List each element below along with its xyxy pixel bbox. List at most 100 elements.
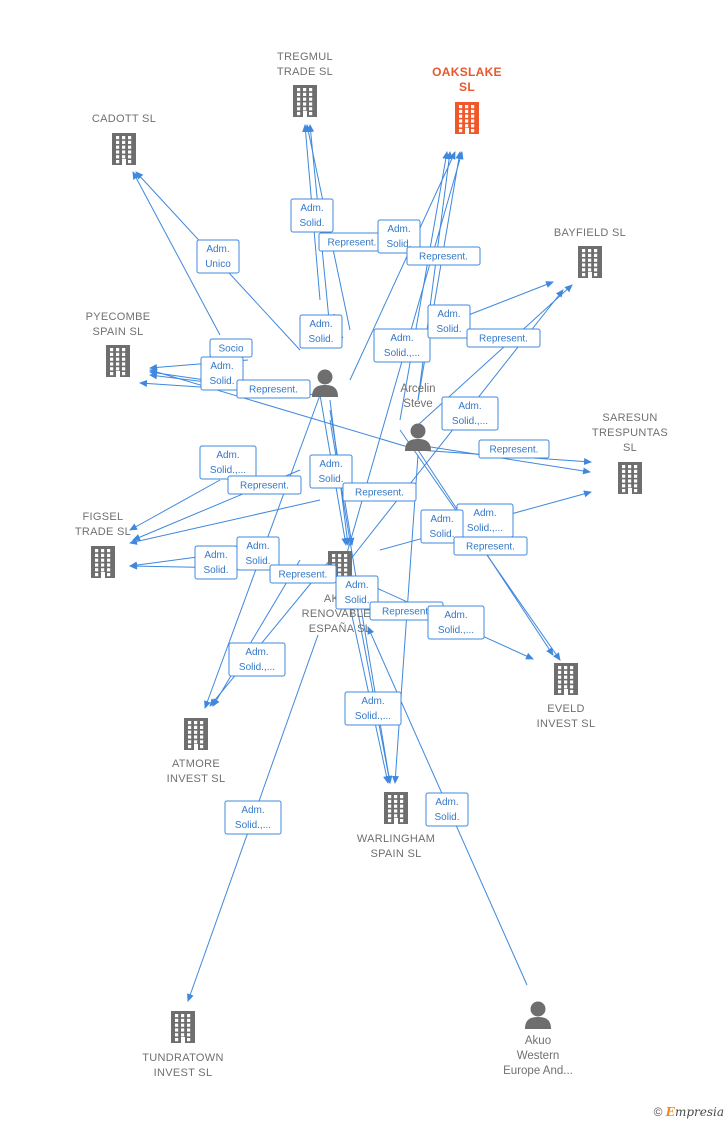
edge-label[interactable]: Adm.Solid. (290, 198, 334, 233)
person-icon (525, 1001, 551, 1029)
relation-edge (129, 499, 321, 545)
svg-text:Adm.Solid.: Adm.Solid. (436, 309, 461, 335)
building-icon (184, 718, 208, 750)
empresia-logo[interactable]: © Empresia (653, 1105, 724, 1119)
svg-text:Adm.Solid.: Adm.Solid. (318, 459, 343, 485)
edge-label[interactable]: Adm.Solid. (194, 545, 238, 580)
edge-label[interactable]: Represent. (466, 328, 541, 348)
building-icon (293, 85, 317, 117)
edge-label[interactable]: Adm.Solid. (377, 219, 421, 254)
svg-text:Adm.Solid.,...: Adm.Solid.,... (438, 610, 474, 636)
svg-text:Represent.: Represent. (240, 481, 289, 492)
relation-edge (349, 151, 456, 381)
edge-label[interactable]: Represent. (318, 232, 386, 252)
edge-label[interactable]: Represent. (369, 601, 444, 621)
relation-edge (212, 559, 301, 707)
svg-text:Adm.Solid.: Adm.Solid. (386, 224, 411, 250)
svg-text:Represent.: Represent. (355, 488, 404, 499)
svg-text:Adm.Solid.,...: Adm.Solid.,... (384, 333, 420, 359)
edge-label[interactable]: Adm.Solid. (236, 536, 280, 571)
svg-text:Represent.: Represent. (382, 607, 431, 618)
node-bayfield[interactable]: BAYFIELD SL (554, 227, 626, 278)
edge-label[interactable]: Represent. (227, 475, 302, 495)
edge-label[interactable]: Represent. (269, 564, 337, 584)
svg-text:Adm.Solid.: Adm.Solid. (245, 541, 270, 567)
svg-text:Adm.Solid.,...: Adm.Solid.,... (210, 450, 246, 476)
svg-text:Adm.Solid.,...: Adm.Solid.,... (355, 696, 391, 722)
building-icon (455, 102, 479, 134)
building-icon (112, 133, 136, 165)
edge-label[interactable]: Adm.Solid. (309, 454, 353, 489)
edge-label[interactable]: Adm.Unico (196, 239, 240, 274)
edge-label[interactable]: Adm.Solid.,... (373, 328, 431, 363)
edge-label[interactable]: Represent. (406, 246, 481, 266)
svg-text:Adm.Solid.,...: Adm.Solid.,... (235, 805, 271, 831)
svg-text:Socio: Socio (218, 344, 243, 355)
person-icon (312, 369, 338, 397)
edge-label[interactable]: Adm.Solid.,... (228, 642, 286, 677)
edge-label[interactable]: Adm.Solid. (200, 356, 244, 391)
node-cadott[interactable]: CADOTT SL (92, 113, 156, 165)
building-icon (618, 462, 642, 494)
edge-label[interactable]: Adm.Solid.,... (344, 691, 402, 726)
svg-text:Adm.Solid.,...: Adm.Solid.,... (239, 647, 275, 673)
edge-label[interactable]: Adm.Solid.,... (199, 445, 257, 480)
building-icon (106, 345, 130, 377)
edge-label[interactable]: Adm.Solid. (335, 575, 379, 610)
relation-edge (129, 479, 221, 531)
relation-edge (399, 151, 450, 421)
edge-label[interactable]: Represent. (478, 439, 550, 459)
svg-text:Represent.: Represent. (328, 238, 377, 249)
edge-label[interactable]: Adm.Solid. (420, 509, 464, 544)
edge-label[interactable]: Represent. (236, 379, 311, 399)
edge-label[interactable]: Socio (209, 338, 253, 358)
edge-label[interactable]: Adm.Solid. (427, 304, 471, 339)
svg-text:Represent.: Represent. (490, 445, 539, 456)
building-icon (384, 792, 408, 824)
svg-text:Adm.Solid.: Adm.Solid. (299, 203, 324, 229)
edge-label[interactable]: Adm.Solid.,... (441, 396, 499, 431)
person-icon (405, 423, 431, 451)
edge-label[interactable]: Represent. (453, 536, 528, 556)
edge-label[interactable]: Represent. (342, 482, 417, 502)
edge-label[interactable]: Adm.Solid. (425, 792, 469, 827)
relation-edge (149, 368, 419, 451)
node-label: AKUORENOVABLESESPAÑA SL (302, 593, 379, 635)
edge-label[interactable]: Adm.Solid. (299, 314, 343, 349)
building-icon (554, 663, 578, 695)
node-label: CADOTT SL (92, 113, 156, 125)
svg-text:Adm.Solid.: Adm.Solid. (203, 550, 228, 576)
svg-text:Adm.Solid.: Adm.Solid. (429, 514, 454, 540)
edge-label[interactable]: Adm.Solid.,... (224, 800, 282, 835)
svg-text:Adm.Solid.: Adm.Solid. (308, 319, 333, 345)
edge-label[interactable]: Adm.Solid.,... (456, 503, 514, 538)
relation-edge (209, 559, 331, 707)
svg-text:Represent.: Represent. (466, 542, 515, 553)
building-icon (578, 246, 602, 278)
svg-text:Adm.Solid.: Adm.Solid. (344, 580, 369, 606)
edge-label[interactable]: Adm.Solid.,... (427, 605, 485, 640)
svg-text:Represent.: Represent. (419, 252, 468, 263)
relation-edge (417, 151, 453, 401)
relation-edge (132, 171, 221, 336)
